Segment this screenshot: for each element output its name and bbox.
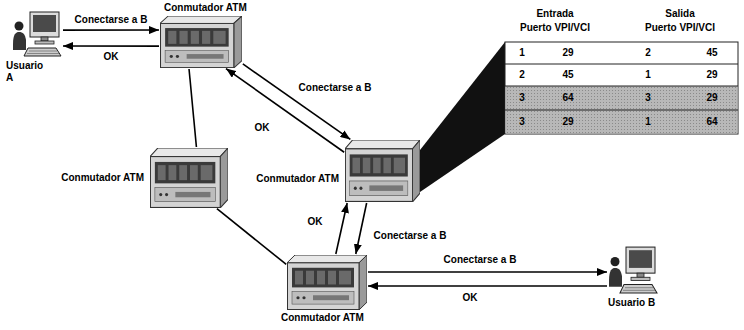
table-cell: 45 [706,47,717,59]
connector [356,203,367,254]
table-cell: 29 [562,47,573,59]
atm-switch: Conmutador ATM [345,140,420,202]
zoom-wedge [420,42,505,192]
connector-label: Conectarse a B [373,230,448,242]
atm-switch: Conmutador ATM [160,16,242,68]
node-label: Conmutador ATM [256,173,339,185]
atm-switch-icon [150,148,228,208]
table-cell: 3 [645,92,651,104]
table-header: Puerto VPI/VCI [645,22,715,34]
table-header: Puerto VPI/VCI [520,22,590,34]
table-cell: 1 [645,116,651,128]
table-cell: 2 [519,69,525,81]
connector-label: Conectarse a B [298,82,373,94]
table-cell: 64 [562,92,573,104]
node-label-group: Conmutador ATM [61,172,144,184]
node-label: Conmutador ATM [61,172,144,184]
atm-switch-icon [345,140,420,202]
connector [189,69,196,147]
table-header: Salida [665,8,694,20]
table-cell: 2 [645,47,651,59]
connector-label: Conectarse a B [443,254,518,266]
row-rule [505,86,738,87]
table-header: Entrada [536,8,573,20]
connector [63,29,159,31]
connector [368,285,607,287]
node-label: Conmutador ATM [281,312,364,324]
node-label-group: Conmutador ATM [164,2,247,14]
table-cell: 3 [519,116,525,128]
connector-label: OK [103,51,120,63]
atm-switch-icon [160,16,242,68]
user-computer [609,247,657,293]
atm-switch: Conmutador ATM [287,255,367,310]
table-cell: 1 [645,69,651,81]
node-label: Conmutador ATM [164,2,247,14]
node-label-group: Conmutador ATM [256,173,339,185]
atm-switch-icon [287,255,367,310]
table-cell: 64 [706,116,717,128]
table-cell: 45 [562,69,573,81]
connector [63,45,159,47]
node-label: Usuario B [608,297,655,309]
user-computer [13,12,61,56]
table-cell: 29 [562,116,573,128]
table-cell: 3 [519,92,525,104]
connector [243,64,351,139]
table-cell: 1 [519,47,525,59]
connector [217,209,286,265]
atm-switch: Conmutador ATM [150,148,228,208]
connector-label: OK [307,216,324,228]
user-terminal: Usuario B [608,245,658,295]
node-label-group: Conmutador ATM [281,312,364,324]
connector [368,271,607,273]
row-rule [505,110,738,111]
table-frame [505,42,738,134]
connector [336,203,347,254]
shaded-rows [506,86,738,134]
connector-label: OK [254,122,271,134]
node-label-group: Usuario A [6,60,50,84]
table-cell: 29 [706,92,717,104]
node-label: Usuario A [6,60,50,84]
node-label-group: Usuario B [608,297,655,309]
user-terminal: Usuario A [12,10,62,58]
connector-label: Conectarse a B [74,14,149,26]
connector-label: OK [462,292,479,304]
table-cell: 29 [706,69,717,81]
row-rule [505,64,738,65]
